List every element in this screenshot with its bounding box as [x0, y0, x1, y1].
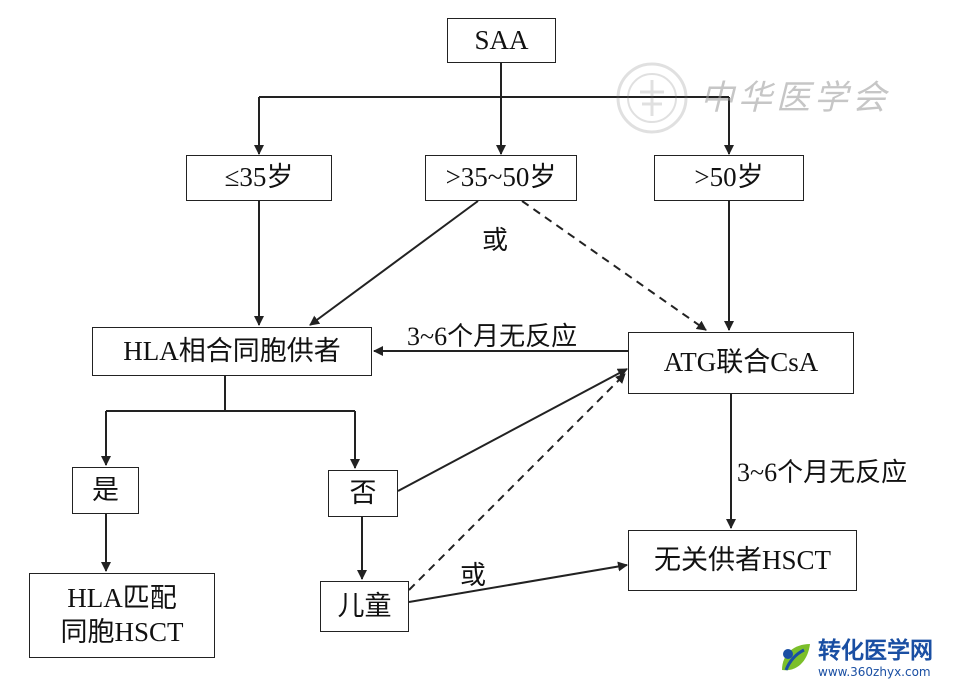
label-no-response-right: 3~6个月无反应 — [737, 458, 908, 487]
leaf-logo-icon — [782, 644, 810, 671]
node-hla-donor-label: HLA相合同胞供者 — [123, 335, 341, 366]
node-age-le35-label: ≤35岁 — [224, 162, 294, 193]
arrow-child-to-atg-dashed — [408, 373, 626, 591]
node-hla-hsct: HLA匹配 同胞HSCT — [29, 573, 215, 658]
arrow-no-to-atg — [397, 368, 628, 492]
site-logo: 转化医学网 www.360zhyx.com — [776, 640, 933, 678]
node-saa-label: SAA — [474, 24, 529, 55]
node-child-label: 儿童 — [337, 590, 392, 621]
node-atg-csa: ATG联合CsA — [628, 332, 854, 394]
node-age-gt50-label: >50岁 — [694, 162, 764, 193]
arrow-child-to-unrelated — [408, 561, 628, 603]
node-saa: SAA — [447, 18, 556, 63]
node-atg-csa-label: ATG联合CsA — [663, 347, 819, 378]
arrow-35-50-to-hla — [309, 200, 479, 326]
node-hla-hsct-line1: HLA匹配 — [67, 582, 177, 613]
node-yes-label: 是 — [92, 474, 119, 505]
logo-name: 转化医学网 — [818, 638, 933, 664]
node-hla-donor: HLA相合同胞供者 — [92, 327, 372, 376]
watermark-text: 中华医学会 — [700, 78, 890, 118]
node-hla-hsct-line2: 同胞HSCT — [60, 616, 184, 647]
node-age-le35: ≤35岁 — [186, 155, 332, 201]
node-age-35-50: >35~50岁 — [425, 155, 577, 201]
society-seal-icon — [616, 62, 688, 134]
node-no-label: 否 — [349, 477, 377, 508]
logo-url: www.360zhyx.com — [818, 665, 931, 679]
node-age-35-50-label: >35~50岁 — [445, 162, 557, 193]
node-unrelated-hsct: 无关供者HSCT — [628, 530, 857, 591]
label-or-bottom: 或 — [460, 561, 487, 590]
label-no-response-left: 3~6个月无反应 — [407, 322, 578, 351]
node-unrelated-hsct-label: 无关供者HSCT — [653, 544, 832, 575]
arrow-35-50-to-atg-dashed — [521, 200, 707, 331]
label-or-top: 或 — [482, 226, 509, 255]
node-age-gt50: >50岁 — [654, 155, 804, 201]
node-child: 儿童 — [320, 581, 409, 632]
node-no: 否 — [328, 470, 398, 517]
node-yes: 是 — [72, 467, 139, 514]
